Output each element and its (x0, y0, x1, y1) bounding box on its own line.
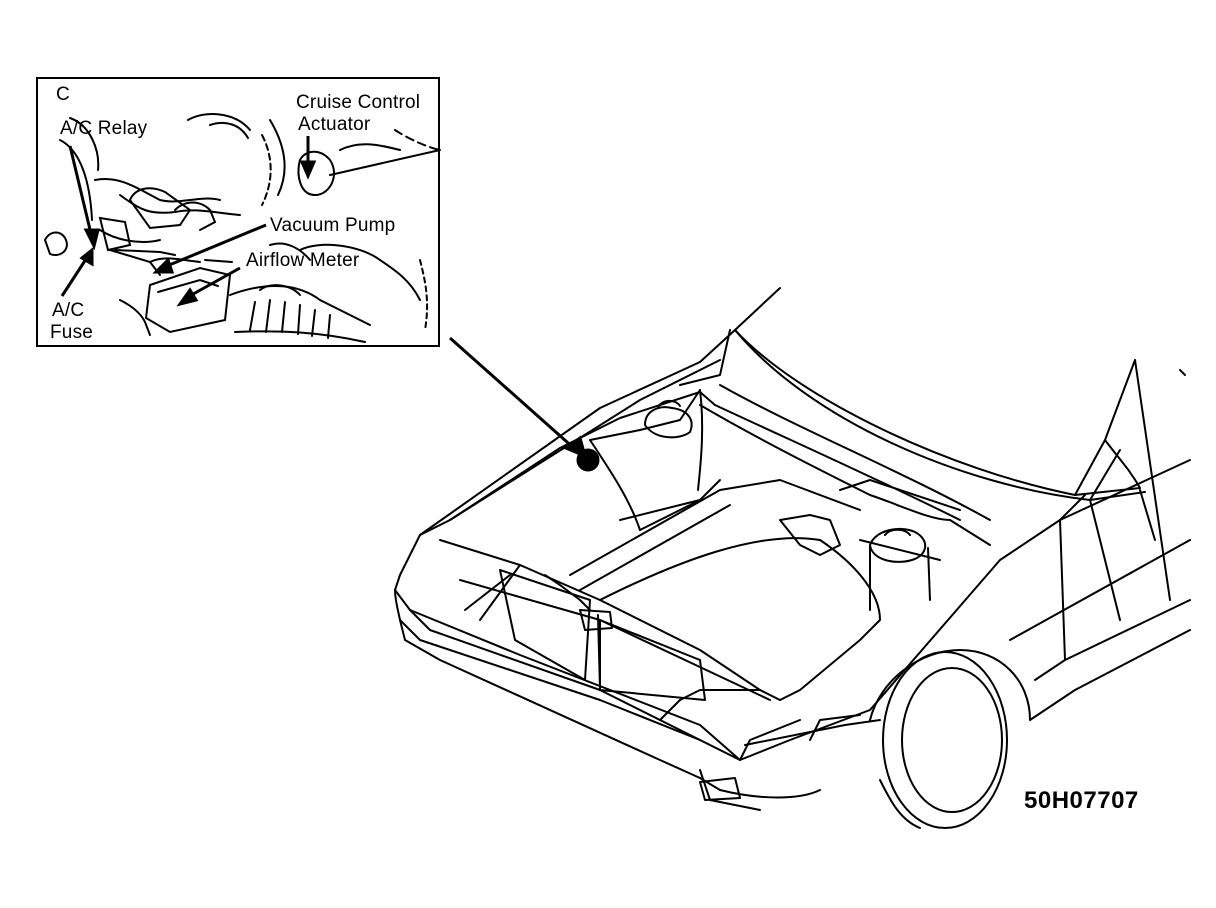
inset-engine-sketch (43, 113, 441, 343)
inset-callout-arrows (60, 136, 317, 307)
cruise-control-label: Cruise Control (296, 92, 421, 113)
ac-relay-label: A/C Relay (60, 118, 148, 139)
view-letter: C (56, 84, 70, 105)
ac-fuse-label-line2: Fuse (50, 322, 94, 343)
actuator-label: Actuator (298, 114, 371, 135)
ac-fuse-label-line1: A/C (52, 300, 85, 321)
inset-detail-view (36, 77, 440, 347)
inset-to-car-leader (449, 336, 600, 472)
vacuum-pump-label: Vacuum Pump (270, 215, 396, 236)
airflow-meter-label: Airflow Meter (246, 250, 360, 271)
car-front-line-art (394, 287, 1191, 829)
figure-code: 50H07707 (1024, 787, 1139, 814)
